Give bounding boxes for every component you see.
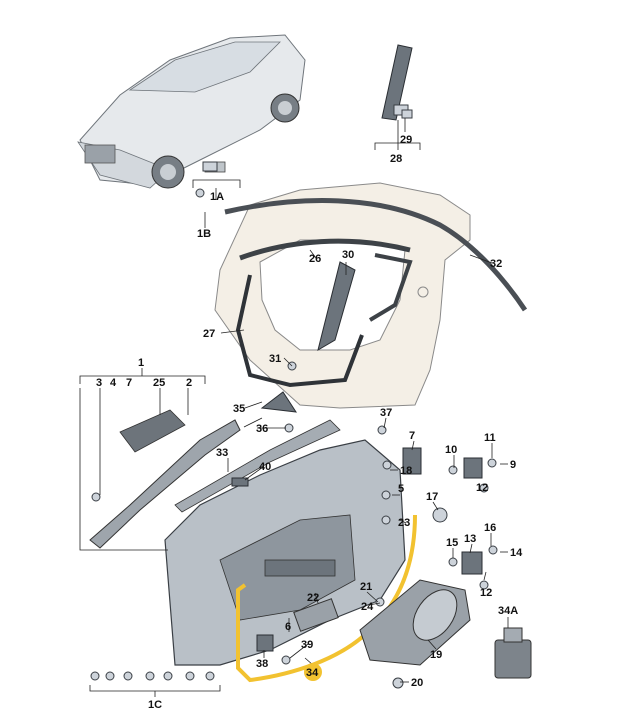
label-19: 19 [430,649,442,661]
label-32: 32 [490,258,502,270]
label-4: 4 [110,377,117,389]
upper-window-seal [239,238,411,261]
label-16: 16 [484,522,496,534]
label-35: 35 [233,403,245,415]
label-29: 29 [400,134,412,146]
label-33: 33 [216,447,228,459]
door-channel-rail [174,419,341,513]
label-6: 6 [285,621,291,633]
label-3: 3 [96,377,102,389]
hinge-7 [402,447,422,475]
label-13: 13 [464,533,476,545]
bolt-set-1c [90,671,215,681]
label-31: 31 [269,353,281,365]
label-28: 28 [390,153,402,165]
label-7b: 7 [409,430,415,442]
leader-lines [79,118,509,697]
bracket-38 [256,634,274,652]
label-10: 10 [445,444,457,456]
hinge-13 [461,551,483,575]
door-shell [164,439,406,666]
roof-molding [224,198,528,312]
label-30: 30 [342,249,354,261]
label-5: 5 [398,483,404,495]
label-17: 17 [426,491,438,503]
hinge-11 [463,457,483,479]
label-23: 23 [398,517,410,529]
label-37: 37 [380,407,392,419]
fasteners [91,109,498,689]
label-34-highlight [304,663,322,681]
label-1c: 1C [148,699,162,711]
label-20: 20 [411,677,423,689]
label-1b: 1B [197,228,211,240]
label-27: 27 [203,328,215,340]
bracket-22 [293,598,339,632]
label-24: 24 [361,601,374,613]
b-pillar-trim [317,261,356,352]
part-labels: 1A 1B 29 28 26 30 32 27 31 1 3 4 7 25 2 … [96,134,523,711]
door-frame-seal [235,274,364,388]
car-illustration [77,34,306,189]
label-34: 34 [306,667,319,679]
sill-trim-strip [89,419,241,549]
label-26: 26 [309,253,321,265]
label-14: 14 [510,547,523,559]
label-15: 15 [446,537,458,549]
part-40 [231,477,249,487]
label-25: 25 [153,377,165,389]
label-11: 11 [484,432,496,444]
label-12b: 12 [480,587,492,599]
triangle-35 [260,391,298,413]
label-18: 18 [400,465,412,477]
label-39: 39 [301,639,313,651]
label-7a: 7 [126,377,132,389]
label-40: 40 [259,461,271,473]
label-36: 36 [256,423,268,435]
label-12: 12 [476,482,488,494]
label-2: 2 [186,377,192,389]
insulation-pad [119,409,186,453]
label-21: 21 [360,581,372,593]
speaker-housing [359,579,471,666]
label-1a: 1A [210,191,224,203]
window-trim-assembly [381,44,413,121]
label-9: 9 [510,459,516,471]
label-34a: 34A [498,605,518,617]
label-38: 38 [256,658,268,670]
label-22: 22 [307,592,319,604]
fluid-bottle [494,627,532,679]
label-1: 1 [138,357,144,369]
